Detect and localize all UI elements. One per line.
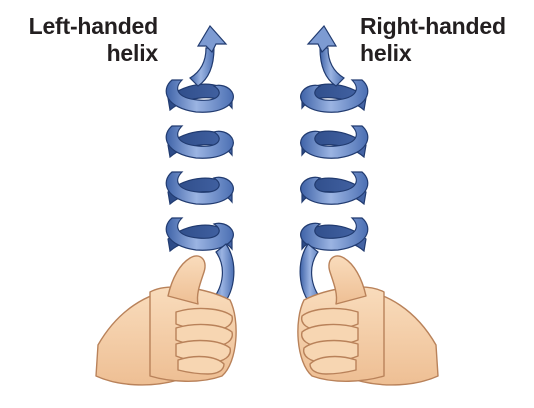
right-thumb-up-hand-icon — [297, 255, 439, 386]
left-helix-label: Left-handed helix — [8, 13, 159, 67]
right-helix-label: Right-handed helix — [360, 13, 530, 67]
right-handed-helix-icon — [299, 24, 369, 307]
left-helix-label-line1: Left-handed — [28, 13, 159, 39]
right-helix-label-line1: Right-handed — [360, 13, 506, 39]
right-helix-label-line2: helix — [360, 40, 412, 66]
left-thumb-up-hand-icon — [95, 255, 237, 386]
left-helix-label-line2: helix — [106, 40, 159, 66]
left-handed-helix-icon — [165, 24, 235, 307]
